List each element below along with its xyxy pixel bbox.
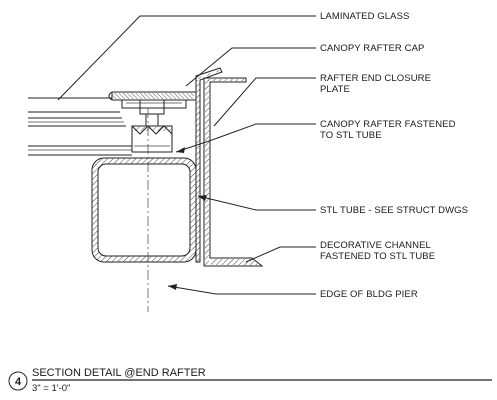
- rafter-end-closure-plate: [195, 67, 223, 263]
- label-rafter-fastened-1: CANOPY RAFTER FASTENED: [320, 119, 456, 130]
- steel-tube: [91, 157, 197, 263]
- label-decorative-channel-1: DECORATIVE CHANNEL: [320, 240, 431, 251]
- label-closure-plate-2: PLATE: [320, 84, 350, 95]
- detail-number-bubble: [8, 371, 28, 391]
- label-decorative-channel-2: FASTENED TO STL TUBE: [320, 251, 435, 262]
- rafter-spine: [131, 99, 173, 153]
- detail-number: 4: [15, 376, 22, 388]
- label-closure-plate-1: RAFTER END CLOSURE: [320, 73, 431, 84]
- leader-lines: [57, 15, 316, 295]
- decorative-channel: [203, 77, 264, 267]
- label-laminated-glass: LAMINATED GLASS: [320, 11, 410, 22]
- laminated-glass: [28, 97, 132, 156]
- detail-scale: 3" = 1'-0": [32, 383, 70, 394]
- label-rafter-fastened-2: TO STL TUBE: [320, 130, 382, 141]
- detail-title-block: 4 SECTION DETAIL @END RAFTER 3" = 1'-0": [8, 367, 492, 394]
- label-edge-of-pier: EDGE OF BLDG PIER: [320, 289, 418, 300]
- detail-title: SECTION DETAIL @END RAFTER: [32, 367, 206, 379]
- label-canopy-rafter-cap: CANOPY RAFTER CAP: [320, 43, 424, 54]
- label-stl-tube: STL TUBE - SEE STRUCT DWGS: [320, 205, 468, 216]
